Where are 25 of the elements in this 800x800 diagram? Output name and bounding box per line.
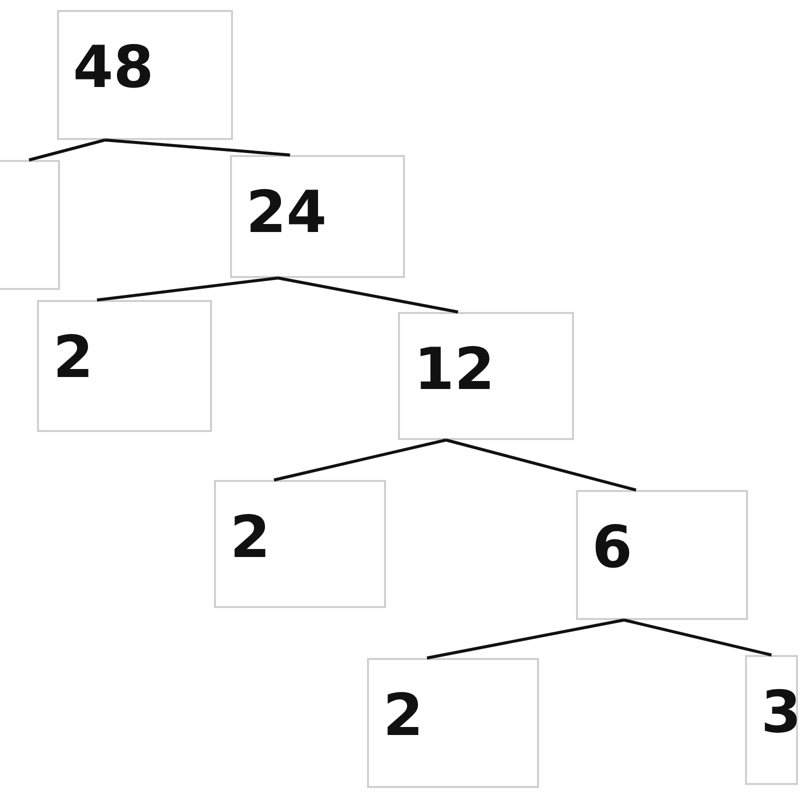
branch-line: [104, 138, 290, 156]
factor-number: 2: [383, 686, 424, 744]
branch-line: [278, 276, 458, 314]
number-box: [745, 655, 798, 785]
branch-line: [426, 618, 624, 660]
factor-number: 3: [761, 683, 800, 741]
branch-line: [624, 618, 772, 656]
factor-number: 2: [53, 328, 94, 386]
number-box: [367, 658, 539, 788]
factor-number: 2: [230, 508, 270, 566]
branch-line: [96, 276, 278, 302]
number-box: [398, 312, 574, 440]
branch-line: [274, 438, 446, 482]
factor-number: 48: [73, 38, 154, 96]
empty-box: [0, 160, 60, 290]
number-box: [230, 155, 405, 278]
branch-line: [446, 438, 636, 492]
number-box: [57, 10, 233, 140]
factor-number: 24: [246, 183, 327, 241]
branch-line: [28, 138, 106, 162]
factor-number: 12: [414, 340, 495, 398]
factor-number: 6: [592, 518, 632, 576]
number-box: [37, 300, 212, 432]
number-box: [214, 480, 386, 608]
number-box: [576, 490, 748, 620]
